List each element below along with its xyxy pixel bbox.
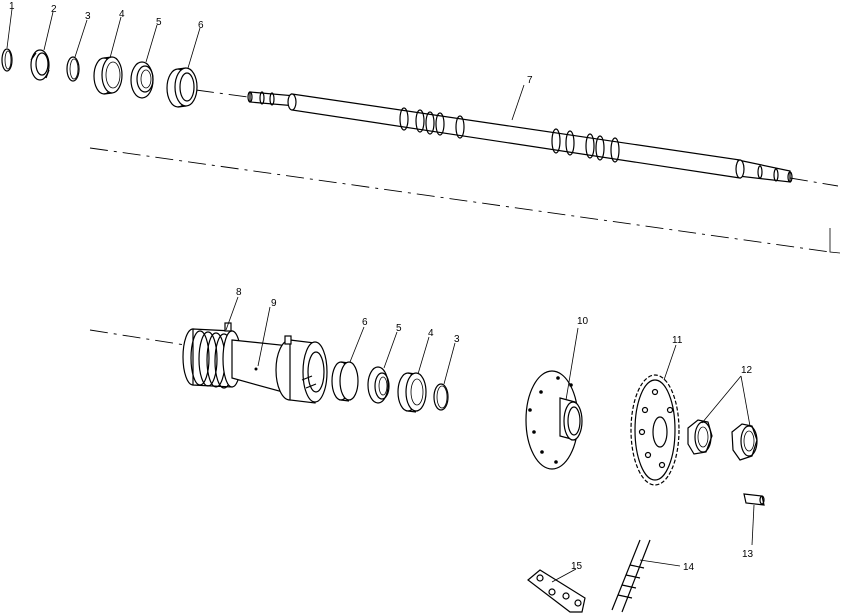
seal-6 (166, 67, 198, 108)
callout-2: 2 (51, 4, 57, 15)
callout-5: 5 (156, 17, 162, 28)
callout-1: 1 (9, 1, 15, 12)
drive-chain-14 (611, 539, 651, 613)
callout-14: 14 (683, 562, 695, 573)
master-link-15 (527, 569, 586, 613)
callout-10: 10 (577, 316, 589, 327)
shaft-centerline (789, 177, 839, 187)
callout-6-lower: 6 (362, 317, 368, 328)
callout-6: 6 (198, 20, 204, 31)
bearing-5 (130, 61, 154, 99)
sprocket-hub-10 (525, 370, 583, 470)
callout-3: 3 (85, 11, 91, 22)
bearing-5-lower (367, 366, 390, 404)
lower-axis-line (89, 147, 831, 253)
callout-5-lower: 5 (396, 323, 402, 334)
seal-4-lower (397, 372, 427, 413)
upper-centerline (195, 89, 256, 99)
seal-4 (93, 56, 123, 95)
callout-15: 15 (571, 561, 583, 572)
callout-4: 4 (119, 9, 125, 20)
seal-6-lower (331, 361, 359, 402)
callout-numbers: 1 2 3 4 5 6 7 8 9 6 5 4 3 10 11 12 13 14… (9, 1, 754, 573)
callout-3-lower: 3 (454, 334, 460, 345)
axle-hub-8 (182, 322, 328, 404)
bearing-2 (30, 49, 50, 81)
callout-9: 9 (271, 298, 277, 309)
callout-8: 8 (236, 287, 242, 298)
drive-shaft-7 (247, 91, 793, 183)
callout-11: 11 (672, 335, 683, 346)
lock-nut-12a (687, 419, 713, 455)
set-screw-13 (743, 493, 765, 506)
snap-ring-3-lower (433, 383, 449, 411)
callout-13: 13 (742, 549, 754, 560)
callout-7: 7 (527, 75, 533, 86)
axis-end-bracket (829, 228, 841, 254)
lock-nut-12b (731, 423, 758, 461)
snap-ring-1 (1, 48, 13, 72)
leader-lines (6, 8, 755, 583)
lower-centerline (89, 329, 186, 346)
callout-4-lower: 4 (428, 328, 434, 339)
snap-ring-3 (66, 56, 80, 82)
sprocket-11 (630, 374, 680, 486)
callout-12: 12 (741, 365, 753, 376)
